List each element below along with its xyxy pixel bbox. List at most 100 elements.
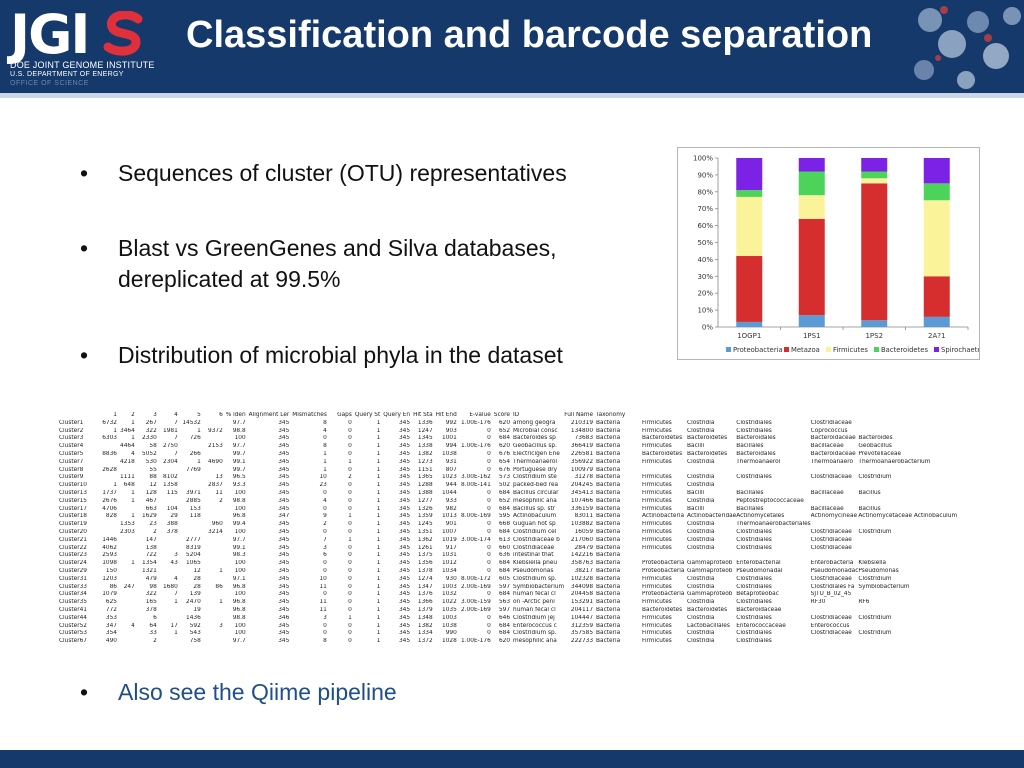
table-cell: 345 <box>278 474 290 481</box>
table-cell: 345 <box>398 458 411 465</box>
table-cell: 11 <box>319 599 327 606</box>
table-cell: 676 <box>498 450 511 457</box>
table-cell <box>858 591 957 599</box>
table-cell: 573 <box>498 474 511 481</box>
table-cell: 100 <box>234 560 246 567</box>
table-cell: 345 <box>398 474 411 481</box>
table-cell: 0 <box>348 599 352 606</box>
table-cell: 357585 <box>570 630 594 637</box>
table-cell: 0 <box>487 497 491 504</box>
table-cell: 345 <box>398 606 411 613</box>
table-cell <box>160 545 181 553</box>
table-cell: 625 <box>105 599 117 606</box>
table-cell: Bacteria <box>596 560 621 567</box>
table-cell: 1003 <box>442 614 457 621</box>
table-cell: Firmicutes <box>642 443 672 450</box>
legend-swatch <box>784 347 789 352</box>
table-cell: Thermoanaerobacteriales <box>736 521 811 528</box>
table-cell: Clostridia <box>687 544 715 551</box>
table-cell: 1 <box>113 482 117 489</box>
table-cell: 10 <box>319 474 327 481</box>
table-cell: 0 <box>348 591 352 598</box>
table-cell: 345 <box>398 536 411 543</box>
table-cell: Bacteria <box>596 482 621 489</box>
table-cell: 563 <box>498 599 511 606</box>
table-cell: 345 <box>278 560 290 567</box>
legend-swatch <box>874 347 879 352</box>
table-cell: Actinomycetales <box>736 513 785 520</box>
table-cell: packed-bed rea <box>513 482 559 489</box>
table-cell: Cluster23 <box>59 552 87 559</box>
table-cell: Clostridiales <box>736 427 772 434</box>
table-cell: 807 <box>445 466 457 473</box>
table-header-cell: 5 <box>197 412 201 418</box>
table-cell: 1277 <box>417 497 433 504</box>
table-cell: Bacteroidales <box>736 450 776 457</box>
table-cell: 7 <box>174 435 178 442</box>
bullet-dot: • <box>80 160 89 186</box>
table-cell: 0 <box>323 630 327 637</box>
logo-office: OFFICE OF SCIENCE <box>10 80 89 87</box>
table-cell: Portuguese dry <box>513 466 558 473</box>
table-cell: 2628 <box>102 466 117 473</box>
table-cell: Clostridium cel <box>513 528 557 535</box>
table-cell: 1 <box>376 419 381 426</box>
table-cell: 1007 <box>442 528 457 535</box>
table-cell: Firmicutes <box>642 622 672 629</box>
table-cell: 4 <box>131 450 135 457</box>
table-cell: 0 <box>487 450 491 457</box>
table-cell: Clostridia <box>687 575 715 582</box>
table-header-cell <box>736 412 810 420</box>
table-cell <box>120 638 138 646</box>
table-cell <box>160 498 181 506</box>
table-cell: 98.8 <box>232 497 246 504</box>
table-cell: 345 <box>278 544 290 551</box>
table-cell: 222733 <box>570 638 594 645</box>
table-cell: 1354 <box>142 560 157 567</box>
table-cell: 345 <box>398 583 411 590</box>
table-cell: 19 <box>193 606 201 613</box>
table-cell <box>204 560 226 568</box>
y-tick-label: 70% <box>697 205 713 213</box>
table-cell <box>811 607 859 615</box>
table-cell: 1288 <box>417 482 433 489</box>
table-cell: 1044 <box>442 489 457 496</box>
table-cell: 97.7 <box>232 638 246 645</box>
table-cell <box>204 630 226 638</box>
table-cell: Bacteria <box>596 630 621 637</box>
table-cell: 0 <box>348 497 352 504</box>
table-cell: Cluster52 <box>59 622 87 629</box>
table-cell: Firmicutes <box>642 489 672 496</box>
table-cell: 4 <box>174 575 178 582</box>
bar-segment <box>923 276 950 317</box>
table-cell: 345 <box>398 482 411 489</box>
table-cell: 1 <box>174 630 178 637</box>
table-cell: Firmicutes <box>642 638 672 645</box>
table-cell: Enterobacterial <box>736 560 781 567</box>
table-cell: Bacillus <box>858 489 881 496</box>
bullet-dot: • <box>80 342 89 368</box>
table-cell: 64 <box>149 622 157 629</box>
table-cell: 99.4 <box>232 521 246 528</box>
table-cell: Proteobacteria <box>642 567 685 574</box>
table-cell: 345 <box>398 443 411 450</box>
table-cell: 1 <box>376 489 381 496</box>
table-cell: 98.3 <box>232 552 246 559</box>
table-cell: 226581 <box>570 450 594 457</box>
table-cell: Guguan hot sp <box>513 521 556 528</box>
y-tick-label: 0% <box>702 324 713 332</box>
y-tick-label: 100% <box>693 155 713 163</box>
bar-segment <box>798 158 825 172</box>
table-cell: 0 <box>323 567 327 574</box>
table-cell: 147 <box>145 536 157 543</box>
table-cell: 1111 <box>120 474 135 481</box>
table-cell: 8 <box>323 443 327 450</box>
table-cell: 1.00E-176 <box>461 443 491 450</box>
table-cell: 1028 <box>442 638 457 645</box>
table-cell: Cluster8 <box>59 466 84 473</box>
table-cell: 0 <box>323 560 327 567</box>
table-cell: 345 <box>278 575 290 582</box>
